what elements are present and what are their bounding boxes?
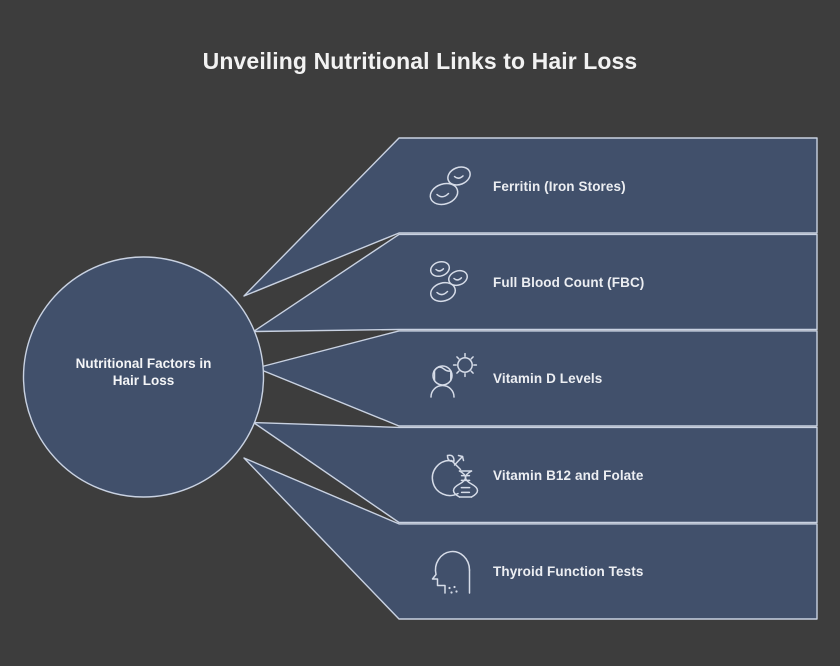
branch-item-thyroid[interactable]: Thyroid Function Tests — [425, 540, 820, 602]
head-profile-thyroid-icon — [425, 543, 481, 599]
hub-circle[interactable] — [22, 256, 265, 498]
branch-item-vitamin-d[interactable]: Vitamin D Levels — [425, 347, 820, 409]
page-title: Unveiling Nutritional Links to Hair Loss — [202, 48, 638, 74]
branch-item-full-blood-count[interactable]: Full Blood Count (FBC) — [425, 251, 820, 313]
branch-item-ferritin[interactable]: Ferritin (Iron Stores) — [425, 155, 820, 217]
wedge-5[interactable] — [243, 457, 818, 620]
person-sun-icon — [425, 350, 481, 406]
apple-dna-icon — [425, 447, 481, 503]
branch-label-vitamin-d: Vitamin D Levels — [493, 370, 603, 386]
blood-cells-two-icon — [425, 158, 481, 214]
wedge-2[interactable] — [252, 233, 818, 333]
wedge-4[interactable] — [252, 421, 818, 524]
branch-label-vitamin-b12: Vitamin B12 and Folate — [493, 467, 644, 483]
branch-label-ferritin: Ferritin (Iron Stores) — [493, 178, 626, 194]
blood-cells-three-icon — [425, 254, 481, 310]
branch-item-vitamin-b12[interactable]: Vitamin B12 and Folate — [425, 444, 820, 506]
branch-label-full-blood-count: Full Blood Count (FBC) — [493, 274, 645, 290]
wedge-3[interactable] — [255, 330, 818, 427]
branch-label-thyroid: Thyroid Function Tests — [493, 563, 644, 579]
wedge-1[interactable] — [243, 137, 818, 297]
